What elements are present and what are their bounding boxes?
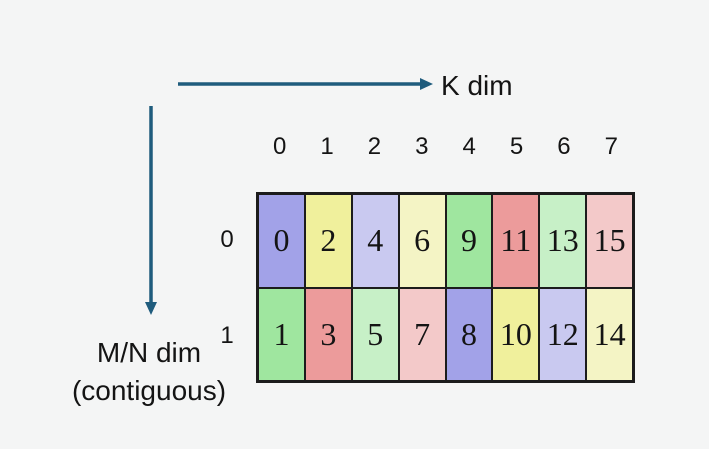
k-dim-arrow-icon bbox=[178, 78, 433, 90]
mn-dim-axis-label-line1: M/N dim bbox=[96, 337, 202, 368]
column-header: 0 bbox=[273, 133, 287, 160]
column-header: 5 bbox=[509, 133, 524, 160]
mn-dim-axis-label: M/N dim (contiguous) bbox=[40, 334, 258, 410]
matrix-cell: 15 bbox=[586, 194, 633, 288]
matrix-cell: 1 bbox=[258, 287, 305, 381]
k-dim-axis-label: K dim bbox=[441, 70, 513, 101]
column-header: 7 bbox=[604, 133, 618, 160]
matrix-cell: 4 bbox=[351, 194, 399, 288]
matrix-cell: 13 bbox=[539, 194, 587, 288]
column-header: 4 bbox=[462, 133, 476, 160]
matrix-cell: 5 bbox=[351, 287, 399, 381]
matrix-cell: 14 bbox=[586, 287, 633, 381]
matrix-cell: 3 bbox=[304, 287, 352, 381]
matrix-cell: 12 bbox=[539, 287, 587, 381]
column-header: 2 bbox=[367, 133, 382, 160]
matrix-cell: 9 bbox=[445, 194, 493, 288]
row-header-1: 1 bbox=[220, 322, 234, 349]
matrix-cell: 11 bbox=[492, 194, 540, 288]
column-headers: 0 1 2 3 4 5 6 7 bbox=[256, 134, 635, 160]
column-header: 3 bbox=[415, 133, 429, 160]
matrix-cell: 8 bbox=[445, 287, 493, 381]
matrix-cell: 2 bbox=[304, 194, 352, 288]
matrix-cell: 0 bbox=[258, 194, 305, 288]
mn-dim-axis-label-line2: (contiguous) bbox=[71, 375, 227, 406]
matrix-cell: 6 bbox=[398, 194, 446, 288]
column-header: 6 bbox=[557, 133, 571, 160]
mn-dim-arrow-icon bbox=[145, 106, 157, 315]
matrix-cell: 7 bbox=[398, 287, 446, 381]
matrix-cell: 10 bbox=[492, 287, 540, 381]
row-header-0: 0 bbox=[220, 226, 234, 253]
column-header: 1 bbox=[320, 133, 334, 160]
